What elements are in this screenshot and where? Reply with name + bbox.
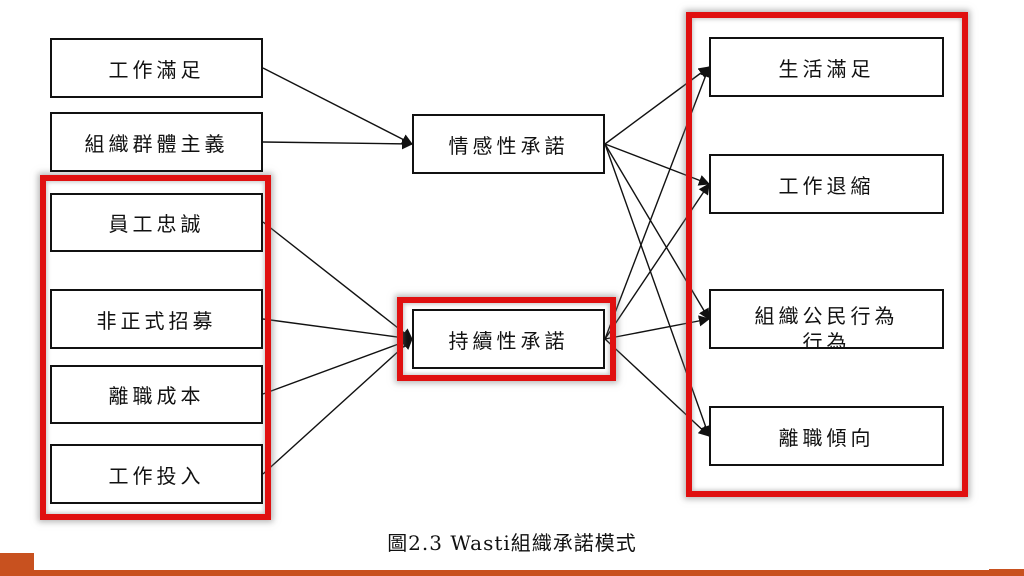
node-affective-commitment: 情感性承諾 — [412, 114, 605, 174]
node-collectivism: 組織群體主義 — [50, 112, 263, 172]
node-job-investment: 工作投入 — [50, 444, 263, 504]
arrow-turnover_cost-to-continuance — [262, 337, 414, 395]
node-continuance-commitment: 持續性承諾 — [412, 309, 605, 369]
node-turnover-intention: 離職傾向 — [709, 406, 944, 466]
node-ocb: 組織公民行為 行為 — [709, 289, 944, 349]
node-ocb-cut-line: 行為 — [802, 330, 851, 349]
node-turnover-cost: 離職成本 — [50, 365, 263, 424]
footer-accent-line — [0, 569, 1024, 576]
highlight-continuance — [397, 297, 616, 381]
node-life-satisfaction: 生活滿足 — [709, 37, 944, 97]
arrow-informal_recruitment-to-continuance — [262, 318, 414, 344]
highlight-left-group — [40, 175, 271, 520]
arrow-collectivism-to-affective — [262, 138, 414, 150]
figure-caption: 圖2.3 Wasti組織承諾模式 — [387, 531, 637, 555]
node-employee-loyalty: 員工忠誠 — [50, 193, 263, 252]
highlight-outcomes — [686, 12, 968, 497]
arrow-job_satisfaction-to-affective — [262, 67, 413, 145]
slide: 工作滿足 組織群體主義 員工忠誠 非正式招募 離職成本 工作投入 情感性承諾 持… — [34, 12, 989, 570]
node-job-satisfaction: 工作滿足 — [50, 38, 263, 98]
arrow-job_investment-to-continuance — [262, 338, 413, 475]
node-informal-recruitment: 非正式招募 — [50, 289, 263, 349]
node-work-withdrawal: 工作退縮 — [709, 154, 944, 214]
arrow-employee_loyalty-to-continuance — [262, 221, 413, 340]
